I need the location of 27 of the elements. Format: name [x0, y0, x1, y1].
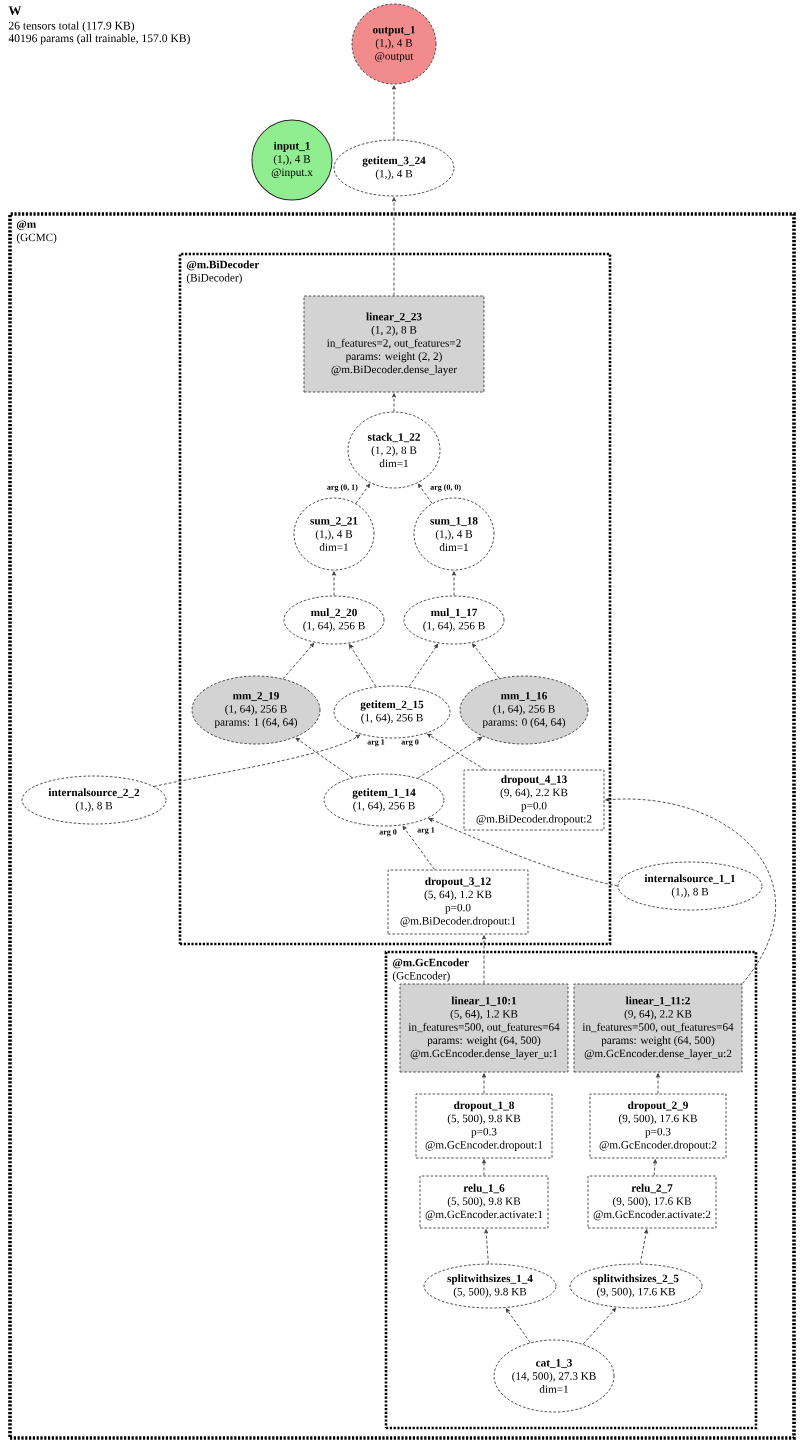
arrow [355, 483, 371, 504]
arrow [348, 643, 377, 688]
arrow [282, 642, 315, 680]
arrow [392, 85, 396, 140]
arrow [605, 797, 776, 985]
arrow [295, 737, 353, 778]
arrow [472, 643, 500, 679]
arrow [639, 1229, 649, 1265]
arrow [653, 1159, 658, 1176]
arrow [408, 643, 439, 688]
arrow [482, 1073, 486, 1094]
arrow [417, 483, 433, 504]
arrow [153, 734, 361, 787]
arrow [656, 1073, 660, 1094]
arrow [417, 736, 483, 779]
arrow [505, 1308, 531, 1343]
arrow [332, 571, 336, 597]
arrow [482, 935, 486, 985]
arrow [392, 393, 396, 412]
arrow [402, 825, 435, 870]
arrow [452, 571, 456, 597]
arrow [428, 818, 618, 887]
arrow [582, 1307, 617, 1345]
arrow [482, 1159, 486, 1176]
arrow [392, 197, 396, 296]
arrow [427, 733, 486, 771]
arrow [484, 1229, 489, 1265]
